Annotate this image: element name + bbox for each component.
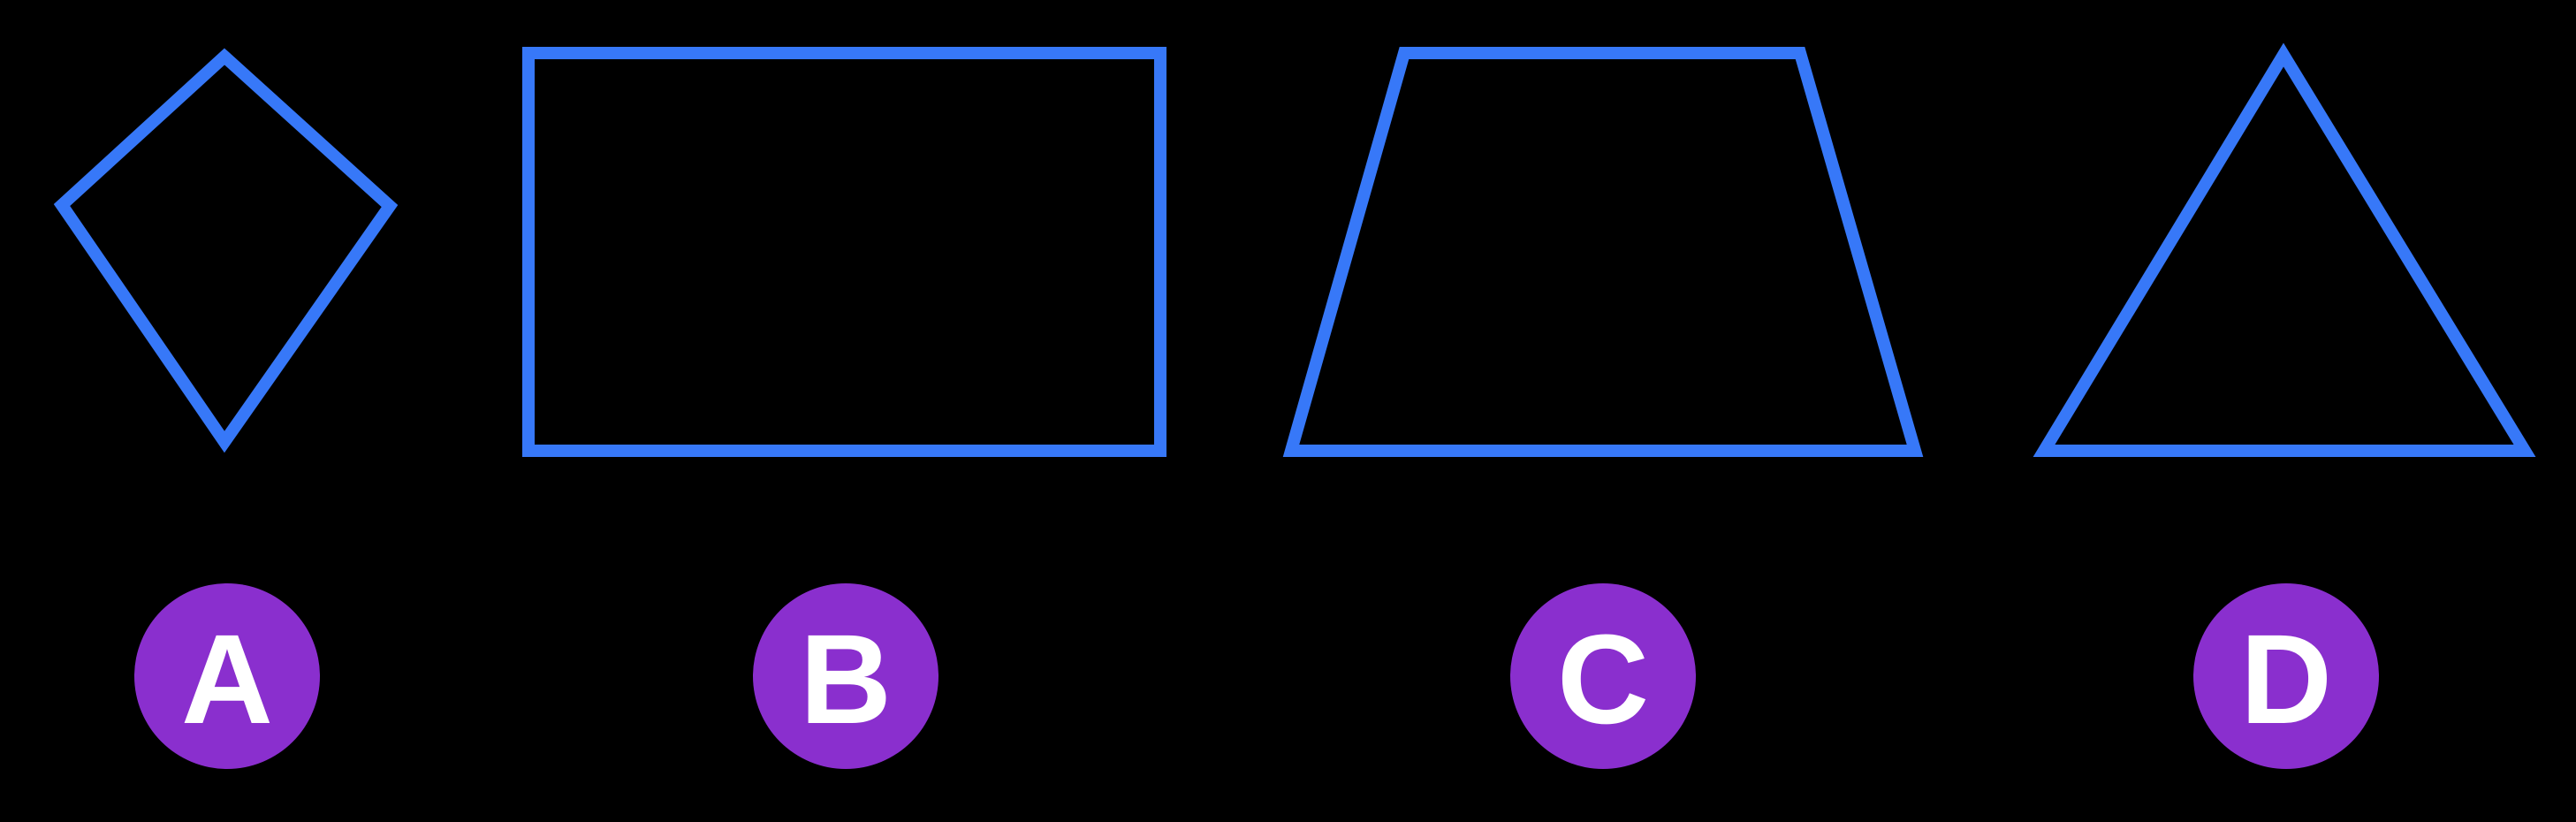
badge-letter-a: A [181, 608, 273, 750]
badge-circle-a[interactable] [134, 583, 320, 769]
answer-badge-b[interactable]: B [753, 583, 938, 769]
option-group-a: A [53, 48, 399, 769]
option-group-b: B [522, 47, 1166, 769]
option-group-d: D [2033, 42, 2536, 769]
kite-shape[interactable] [53, 48, 399, 453]
badge-circle-b[interactable] [753, 583, 938, 769]
trapezoid-shape[interactable] [1282, 47, 1924, 457]
rectangle-shape[interactable] [522, 47, 1166, 457]
answer-badge-c[interactable]: C [1510, 583, 1696, 769]
badge-letter-b: B [800, 608, 892, 750]
badge-letter-d: D [2240, 608, 2332, 750]
badge-circle-c[interactable] [1510, 583, 1696, 769]
badge-letter-c: C [1557, 608, 1649, 750]
answer-badge-d[interactable]: D [2193, 583, 2379, 769]
triangle-shape[interactable] [2033, 42, 2536, 457]
option-group-c: C [1282, 47, 1924, 769]
answer-badge-a[interactable]: A [134, 583, 320, 769]
badge-circle-d[interactable] [2193, 583, 2379, 769]
